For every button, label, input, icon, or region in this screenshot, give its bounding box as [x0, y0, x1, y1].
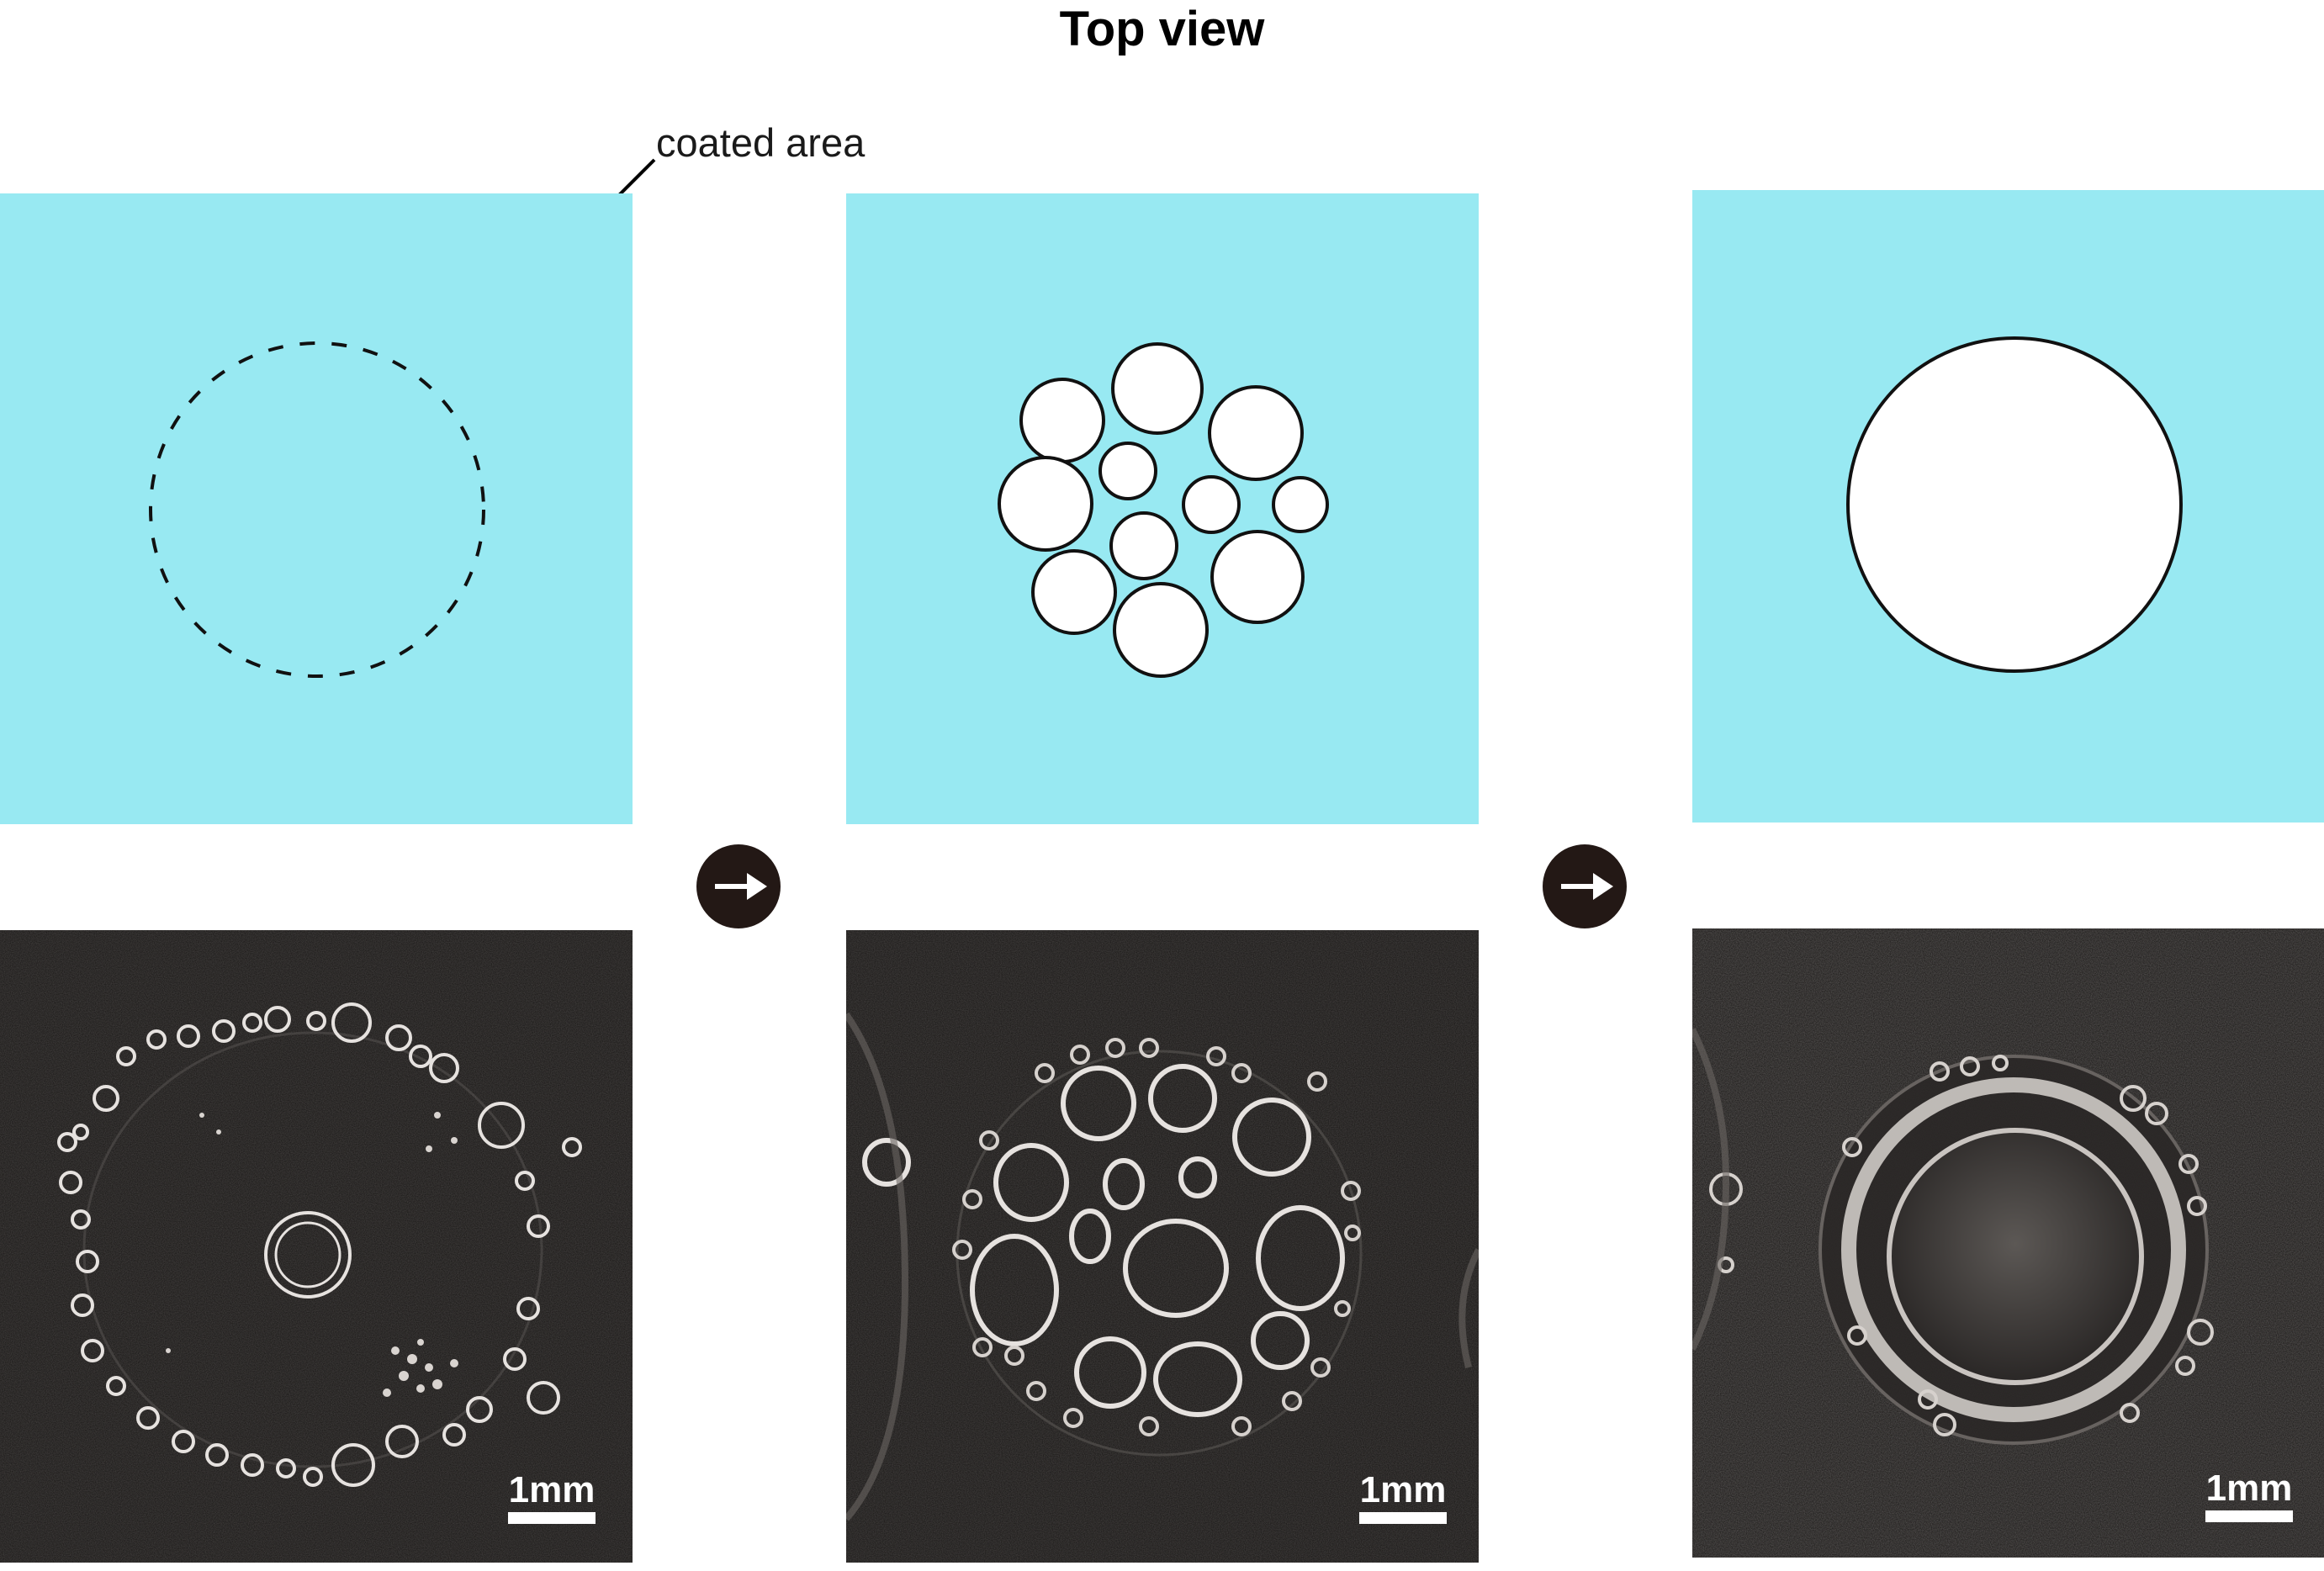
photo-1-drawing: 1mm	[0, 930, 633, 1563]
schematic-panel-2	[846, 193, 1479, 824]
small-bubbles-cluster	[998, 342, 1329, 678]
schematic-panel-1	[0, 193, 633, 824]
photo-3-merged-bubble: 1mm	[1692, 928, 2324, 1558]
scale-label: 1mm	[1360, 1469, 1447, 1510]
photo-3-drawing: 1mm	[1692, 928, 2324, 1558]
scale-bar	[2205, 1510, 2293, 1522]
photo-1-small-bubbles-ring: 1mm	[0, 930, 633, 1563]
photo-2-drawing: 1mm	[846, 930, 1479, 1563]
callout-label-coated-area: coated area	[656, 120, 866, 165]
right-arrow-icon	[715, 873, 767, 900]
schematic-panel-3	[1692, 190, 2324, 823]
scale-label: 1mm	[2206, 1468, 2293, 1509]
right-arrow-icon	[1561, 873, 1613, 900]
merged-bubble	[1846, 336, 2183, 673]
scale-bar	[1359, 1512, 1447, 1524]
scale-bar	[508, 1512, 596, 1524]
photo-2-bubble-cluster: 1mm	[846, 930, 1479, 1563]
step-arrow-2	[1543, 844, 1627, 928]
step-arrow-1	[696, 844, 781, 928]
scale-label: 1mm	[509, 1469, 596, 1510]
figure-title: Top view	[1059, 2, 1265, 56]
dashed-coated-circle	[149, 341, 485, 678]
